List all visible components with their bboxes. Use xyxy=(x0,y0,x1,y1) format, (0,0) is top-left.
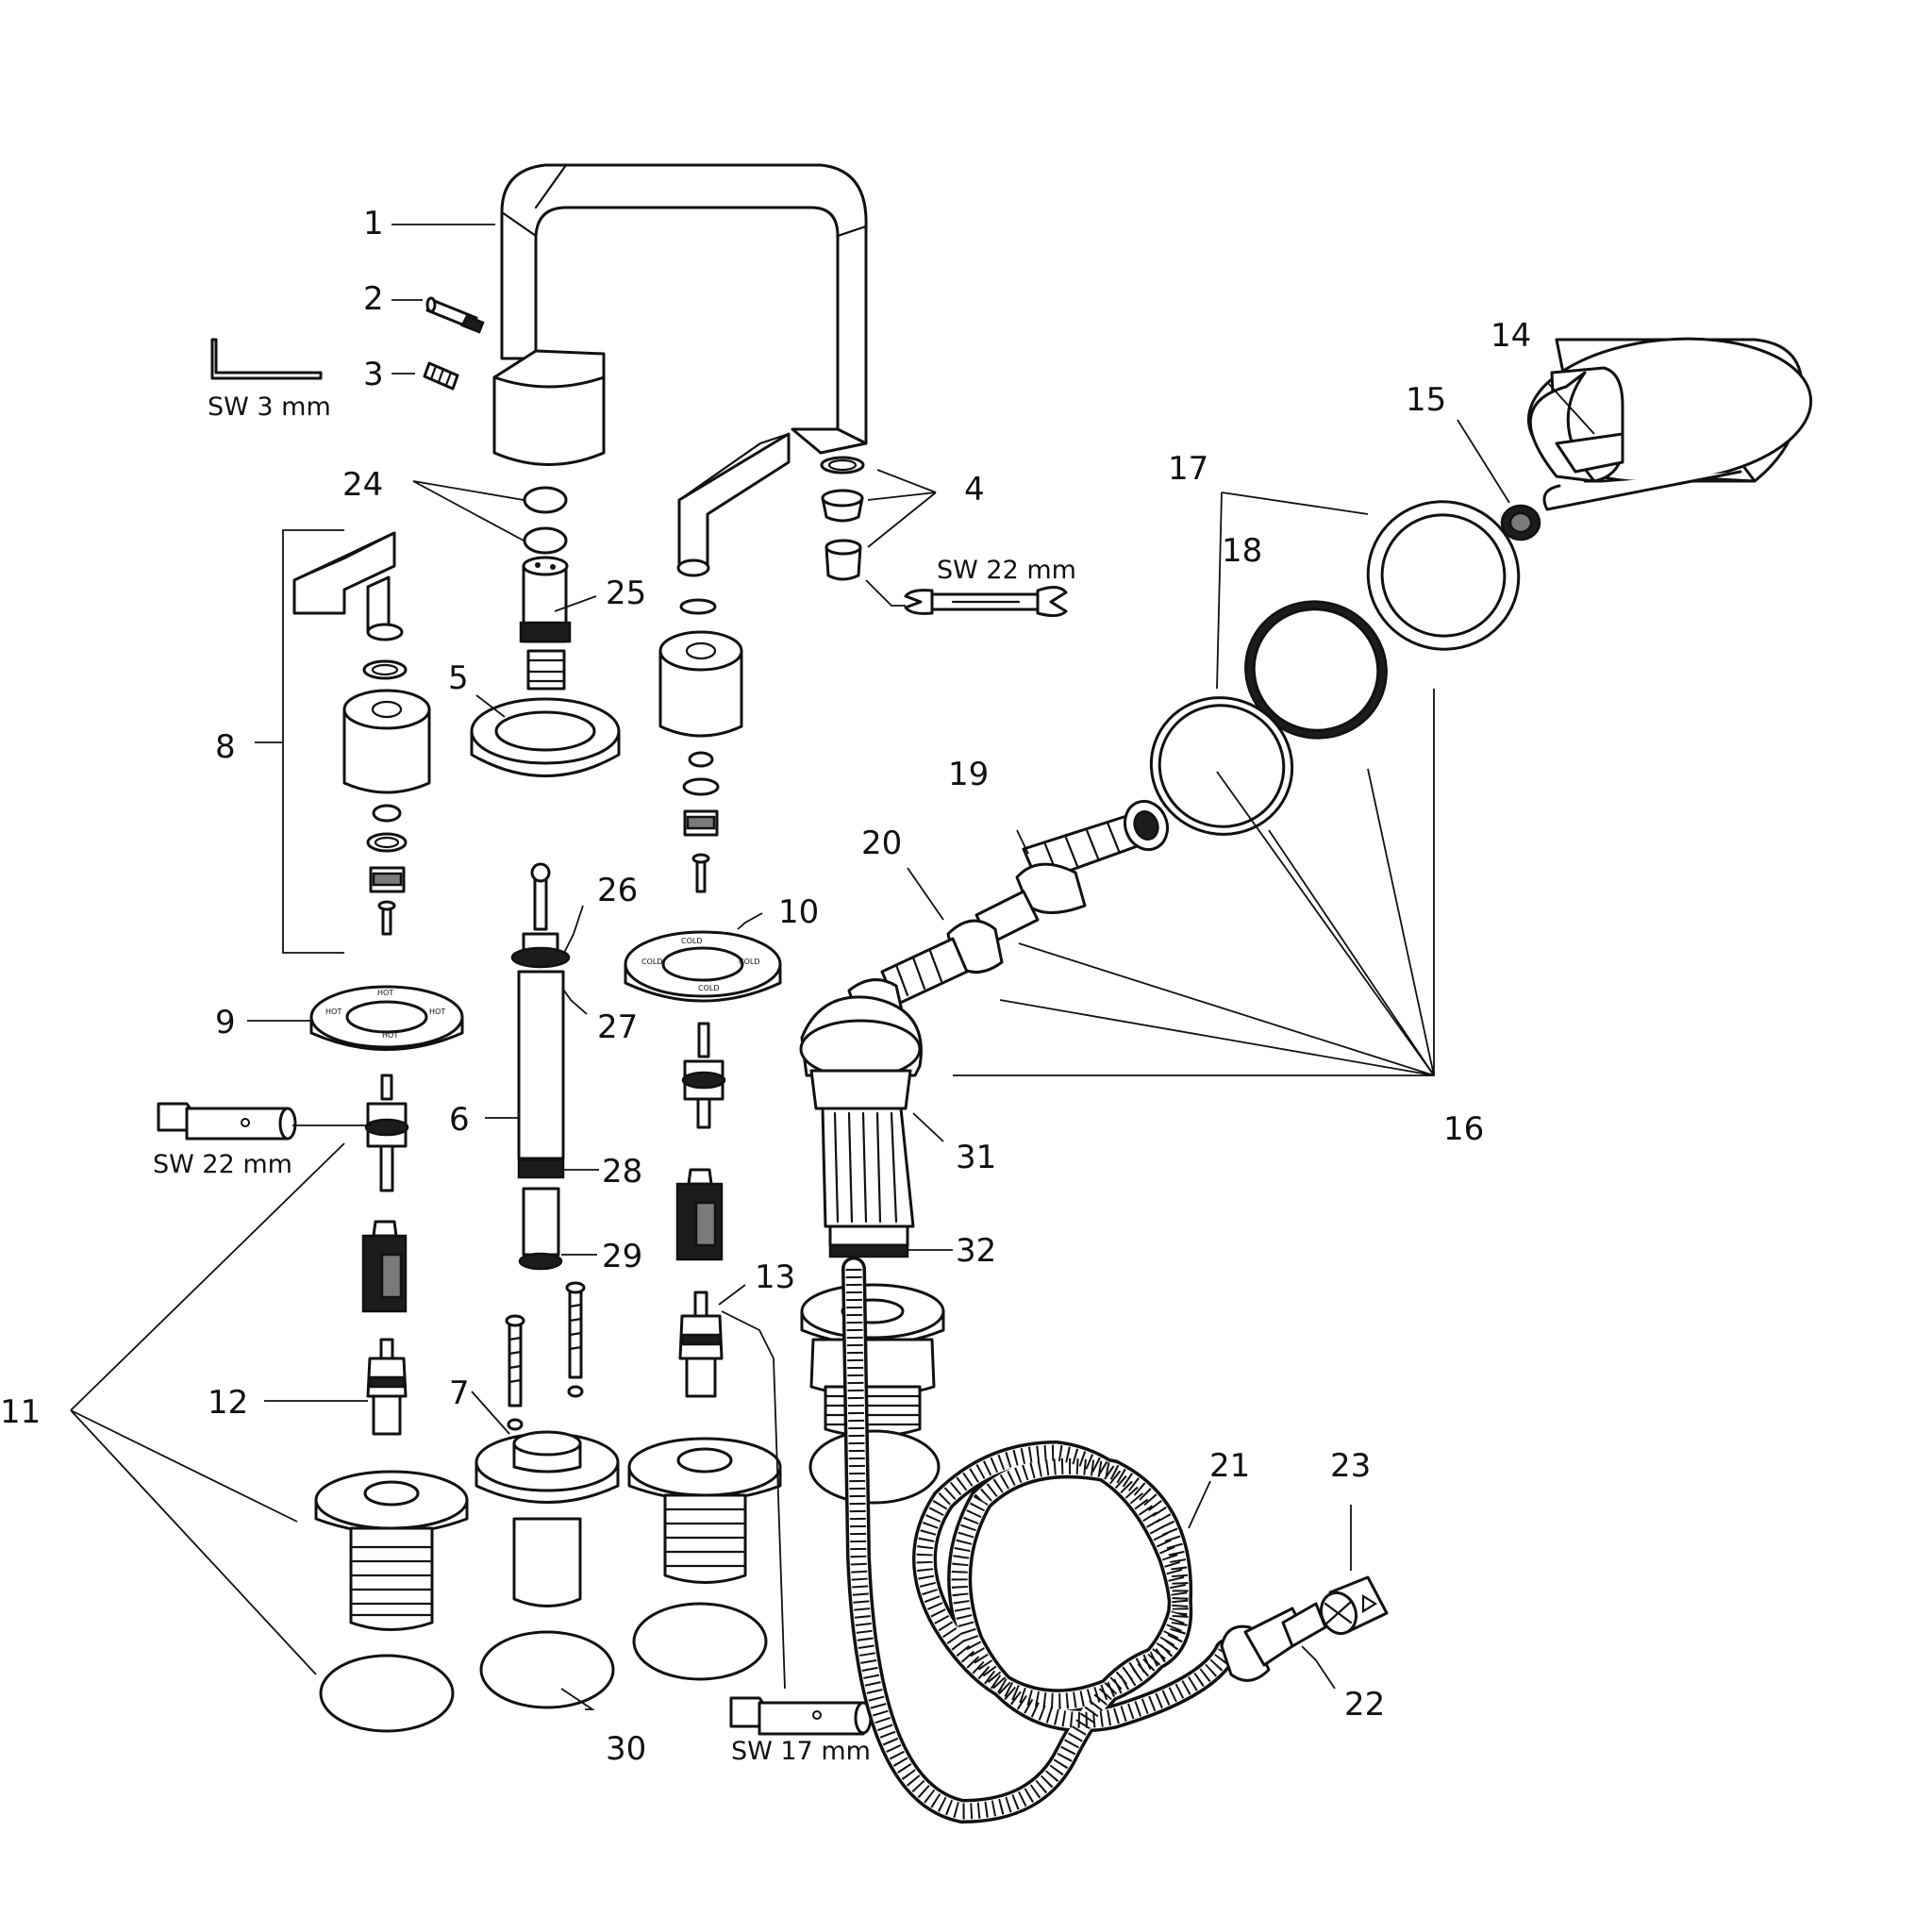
part-13-cold-valve xyxy=(678,1291,724,1398)
callout-29: 29 xyxy=(602,1238,642,1275)
part-25-diverter-cartridge xyxy=(519,556,572,691)
part-8-hot-handle-group xyxy=(292,531,431,936)
callout-16: 16 xyxy=(1443,1110,1484,1148)
part-11-hot-cartridge xyxy=(361,1220,408,1313)
o-ring-31 xyxy=(808,1429,941,1505)
part-11-hot-base-fitting xyxy=(314,1470,469,1631)
callout-13: 13 xyxy=(755,1258,795,1296)
leader-11 xyxy=(70,1142,345,1675)
callout-19: 19 xyxy=(948,756,989,793)
part-14-grip xyxy=(1542,470,1742,511)
part-2-pin xyxy=(425,296,485,334)
part-15-filter-washer xyxy=(1500,504,1541,541)
callout-7: 7 xyxy=(449,1374,470,1412)
wrench-size-label: SW 22 mm xyxy=(937,556,1076,585)
o-ring-30 xyxy=(479,1630,615,1709)
cold-mark: COLD xyxy=(681,937,703,945)
part-10-cold-escutcheon: COLD COLD COLD COLD xyxy=(624,930,782,1003)
part-cold-cartridge xyxy=(675,1168,724,1261)
socket-22-size-label: SW 22 mm xyxy=(153,1150,292,1179)
callout-1: 1 xyxy=(363,205,384,242)
part-17-ring xyxy=(1366,500,1521,651)
callout-5: 5 xyxy=(448,659,469,697)
part-20-hose-nut xyxy=(847,919,1004,1027)
part-5-base-ring xyxy=(470,697,621,777)
part-32-hose-guide-nut xyxy=(828,1224,909,1258)
socket-tool-22 xyxy=(157,1102,297,1141)
part-4-aerator xyxy=(820,456,865,581)
wrench-tool xyxy=(904,586,1068,618)
part-31-hose-guide xyxy=(799,995,923,1228)
tool-labels: SW 3 mm SW 22 mm SW 22 mm SW 17 mm xyxy=(153,392,1076,1766)
part-cold-base-fitting xyxy=(627,1437,782,1584)
callout-25: 25 xyxy=(606,575,646,612)
hex-key-size-label: SW 3 mm xyxy=(208,392,331,422)
callout-10: 10 xyxy=(778,893,819,931)
callout-9: 9 xyxy=(215,1004,236,1041)
callout-20: 20 xyxy=(861,824,902,862)
callout-26: 26 xyxy=(597,872,638,909)
callout-labels: 1 2 3 4 5 6 7 8 9 10 11 12 13 14 15 16 1… xyxy=(0,205,1531,1768)
callout-6: 6 xyxy=(449,1101,470,1139)
callout-14: 14 xyxy=(1491,317,1531,355)
socket-17-size-label: SW 17 mm xyxy=(731,1737,871,1766)
part-19-hose-connector xyxy=(974,799,1170,945)
callout-17: 17 xyxy=(1168,450,1208,488)
part-22-hose-end xyxy=(1220,1602,1327,1682)
part-16-ring xyxy=(1149,696,1294,836)
cold-mark: COLD xyxy=(698,984,720,992)
cold-mark: COLD xyxy=(739,958,760,966)
part-7-mounting-fitting xyxy=(475,1430,620,1607)
hose-guide-shaft xyxy=(824,1385,922,1438)
part-9-hot-escutcheon: HOT HOT HOT HOT xyxy=(309,985,464,1051)
o-ring-cold xyxy=(632,1602,768,1681)
hot-mark: HOT xyxy=(382,1031,398,1040)
bracket-8 xyxy=(282,529,344,954)
part-23-check-valve xyxy=(1319,1575,1389,1636)
callout-27: 27 xyxy=(597,1008,638,1046)
callout-11: 11 xyxy=(0,1393,41,1431)
part-6-diverter xyxy=(510,862,571,1271)
callout-15: 15 xyxy=(1406,381,1446,419)
callout-4: 4 xyxy=(964,471,985,508)
callout-28: 28 xyxy=(602,1153,642,1191)
part-cold-handle xyxy=(658,432,791,893)
callout-3: 3 xyxy=(363,356,384,393)
hot-mark: HOT xyxy=(429,1008,445,1016)
callout-22: 22 xyxy=(1344,1686,1385,1724)
callout-2: 2 xyxy=(363,280,384,318)
callout-8: 8 xyxy=(215,728,236,766)
part-12-hot-valve xyxy=(366,1338,408,1436)
callout-30: 30 xyxy=(606,1730,646,1768)
part-cold-spindle xyxy=(681,1022,726,1129)
part-18-seal-ring xyxy=(1244,600,1388,740)
callout-31: 31 xyxy=(956,1139,996,1176)
part-3-grub-screw xyxy=(423,361,459,391)
callout-23: 23 xyxy=(1330,1447,1371,1485)
callout-24: 24 xyxy=(342,466,383,504)
callout-12: 12 xyxy=(208,1384,248,1422)
part-1-spout xyxy=(492,163,868,466)
o-ring-hot xyxy=(319,1654,455,1733)
leader-lines xyxy=(247,224,1595,1710)
part-7-screws xyxy=(505,1281,586,1431)
part-21-shower-hose xyxy=(841,1257,1239,1824)
callout-18: 18 xyxy=(1222,532,1262,570)
part-14-handshower xyxy=(1526,337,1813,484)
socket-tool-17 xyxy=(729,1696,873,1736)
hot-mark: HOT xyxy=(377,989,393,997)
hose-guide-base xyxy=(800,1283,945,1398)
part-11-hot-spindle xyxy=(364,1074,409,1192)
hot-mark: HOT xyxy=(325,1008,341,1016)
cold-mark: COLD xyxy=(641,958,663,966)
part-24-o-rings xyxy=(523,486,568,555)
hex-key-tool xyxy=(210,338,323,380)
callout-21: 21 xyxy=(1209,1447,1250,1485)
callout-32: 32 xyxy=(956,1232,996,1270)
